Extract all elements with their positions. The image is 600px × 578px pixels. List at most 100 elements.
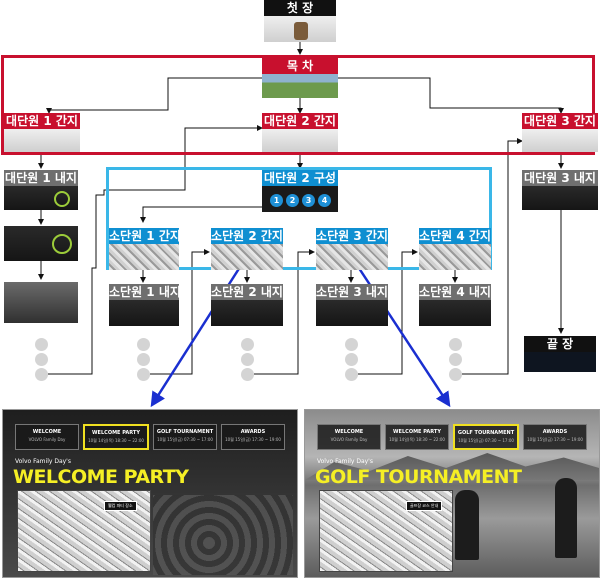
node-sub3-divider-thumb <box>316 244 388 270</box>
node-unit2-divider[interactable]: 대단원 2 간지 <box>262 113 338 152</box>
node-sub2-content[interactable]: 소단원 2 내지 <box>211 284 283 326</box>
golfer-2 <box>555 478 577 558</box>
tab-date: VOLVO Family Day <box>28 437 66 442</box>
node-cover-label: 첫 장 <box>264 0 336 16</box>
screen-right-title: GOLF TOURNAMENT <box>315 466 522 488</box>
node-end-thumb <box>524 352 596 372</box>
node-unit1-content-thumb <box>4 186 78 210</box>
edge-structure-sub1 <box>140 206 286 223</box>
node-unit3-content[interactable]: 대단원 3 내지 <box>522 170 598 210</box>
party-photo <box>153 495 293 575</box>
node-unit2-structure-label: 대단원 2 구성 <box>262 170 338 186</box>
unit2-structure-frame <box>106 167 492 270</box>
node-sub4-content[interactable]: 소단원 4 내지 <box>419 284 491 326</box>
node-sub1-divider[interactable]: 소단원 1 간지 <box>109 228 179 270</box>
node-sub3-content-thumb <box>316 300 388 326</box>
node-sub1-content[interactable]: 소단원 1 내지 <box>109 284 179 326</box>
node-sub1-content-label: 소단원 1 내지 <box>109 284 179 300</box>
tab-awards[interactable]: AWARDS 10월 15일(금) 17:30 ~ 19:00 <box>523 424 587 450</box>
node-cover-thumb <box>264 16 336 42</box>
node-unit1-content[interactable]: 대단원 1 내지 <box>4 170 78 210</box>
screen-welcome-party: WELCOME VOLVO Family Day WELCOME PARTY 10월… <box>2 409 298 578</box>
node-unit1-page2[interactable] <box>4 226 78 261</box>
screen-right-tabs: WELCOME VOLVO Family Day WELCOME PARTY 10월… <box>317 424 587 450</box>
node-sub2-content-thumb <box>211 300 283 326</box>
screen-right-map: 골프장 코스 안내 <box>319 490 453 572</box>
node-unit2-structure-thumb: 1 2 3 4 <box>262 186 338 212</box>
map-badge: 골프장 코스 안내 <box>406 501 443 511</box>
edge-u1-back-unit2 <box>48 125 263 375</box>
tab-label: WELCOME <box>32 429 62 435</box>
node-unit1-content-label: 대단원 1 내지 <box>4 170 78 186</box>
node-unit2-divider-label: 대단원 2 간지 <box>262 113 338 129</box>
tab-label: GOLF TOURNAMENT <box>457 430 515 436</box>
tab-golf-tournament[interactable]: GOLF TOURNAMENT 10월 15일(금) 07:30 ~ 17:00 <box>453 424 519 450</box>
node-toc-thumb <box>262 74 338 98</box>
tab-date: 10월 15일(금) 17:30 ~ 19:00 <box>527 437 583 442</box>
tab-welcome[interactable]: WELCOME VOLVO Family Day <box>15 424 79 450</box>
map-badge: 웰컴 파티 장소 <box>104 501 137 511</box>
node-sub2-divider-thumb <box>211 244 283 270</box>
screen-left-title: WELCOME PARTY <box>13 466 189 488</box>
tab-date: 10월 15일(금) 07:30 ~ 17:00 <box>458 438 514 443</box>
node-unit2-structure[interactable]: 대단원 2 구성 1 2 3 4 <box>262 170 338 212</box>
tab-date: 10월 15일(금) 07:30 ~ 17:00 <box>157 437 213 442</box>
tab-awards[interactable]: AWARDS 10월 15일(금) 17:30 ~ 19:00 <box>221 424 285 450</box>
edge-sub2-next <box>254 249 315 375</box>
node-unit1-page3[interactable] <box>4 282 78 323</box>
node-sub4-content-label: 소단원 4 내지 <box>419 284 491 300</box>
node-end[interactable]: 끝 장 <box>524 336 596 372</box>
node-unit3-divider[interactable]: 대단원 3 간지 <box>522 113 598 152</box>
node-unit1-divider[interactable]: 대단원 1 간지 <box>4 113 80 152</box>
node-unit3-content-thumb <box>522 186 598 210</box>
node-unit1-page2-thumb <box>4 226 78 261</box>
node-cover[interactable]: 첫 장 <box>264 0 336 42</box>
tab-welcome[interactable]: WELCOME VOLVO Family Day <box>317 424 381 450</box>
tab-label: WELCOME PARTY <box>393 429 441 435</box>
node-unit1-divider-thumb <box>4 129 80 152</box>
tab-welcome-party[interactable]: WELCOME PARTY 10월 14일(목) 18:30 ~ 22:00 <box>385 424 449 450</box>
node-sub3-divider-label: 소단원 3 간지 <box>316 228 388 244</box>
node-sub1-divider-thumb <box>109 244 179 270</box>
node-sub2-divider[interactable]: 소단원 2 간지 <box>211 228 283 270</box>
screen-left-pretitle: Volvo Family Day's <box>15 458 71 465</box>
node-sub1-content-thumb <box>109 300 179 326</box>
node-end-label: 끝 장 <box>524 336 596 352</box>
node-toc[interactable]: 목 차 <box>262 58 338 98</box>
node-unit1-divider-label: 대단원 1 간지 <box>4 113 80 129</box>
node-sub3-content[interactable]: 소단원 3 내지 <box>316 284 388 326</box>
tab-golf-tournament[interactable]: GOLF TOURNAMENT 10월 15일(금) 07:30 ~ 17:00 <box>153 424 217 450</box>
tab-welcome-party[interactable]: WELCOME PARTY 10월 14일(목) 18:30 ~ 22:00 <box>83 424 149 450</box>
structure-number-1: 1 <box>270 194 283 207</box>
tab-date: 10월 15일(금) 17:30 ~ 19:00 <box>225 437 281 442</box>
node-sub3-divider[interactable]: 소단원 3 간지 <box>316 228 388 270</box>
edge-toc-unit3 <box>338 77 564 114</box>
tab-label: GOLF TOURNAMENT <box>156 429 214 435</box>
node-unit3-divider-label: 대단원 3 간지 <box>522 113 598 129</box>
screen-left-map: 웰컴 파티 장소 <box>17 490 151 572</box>
blue-arrow-sub3-screen <box>349 255 451 408</box>
tab-label: AWARDS <box>542 429 568 435</box>
node-sub4-divider[interactable]: 소단원 4 간지 <box>419 228 491 270</box>
tab-date: 10월 14일(목) 18:30 ~ 22:00 <box>389 437 445 442</box>
tab-date: 10월 14일(목) 18:30 ~ 22:00 <box>88 438 144 443</box>
blue-arrow-sub2-screen <box>150 255 249 408</box>
structure-number-3: 3 <box>302 194 315 207</box>
golfer-1 <box>455 490 479 560</box>
node-unit3-divider-thumb <box>522 129 598 152</box>
node-sub3-content-label: 소단원 3 내지 <box>316 284 388 300</box>
node-sub4-divider-thumb <box>419 244 491 270</box>
screen-golf-tournament: WELCOME VOLVO Family Day WELCOME PARTY 10월… <box>304 409 600 578</box>
tab-label: AWARDS <box>240 429 266 435</box>
tab-label: WELCOME PARTY <box>92 430 140 436</box>
screen-right-pretitle: Volvo Family Day's <box>317 458 373 465</box>
tab-date: VOLVO Family Day <box>330 437 368 442</box>
toc-frame <box>1 55 595 155</box>
node-sub4-divider-label: 소단원 4 간지 <box>419 228 491 244</box>
tab-label: WELCOME <box>334 429 364 435</box>
node-sub2-content-label: 소단원 2 내지 <box>211 284 283 300</box>
screen-left-tabs: WELCOME VOLVO Family Day WELCOME PARTY 10월… <box>15 424 285 450</box>
node-sub1-divider-label: 소단원 1 간지 <box>109 228 179 244</box>
node-sub4-content-thumb <box>419 300 491 326</box>
